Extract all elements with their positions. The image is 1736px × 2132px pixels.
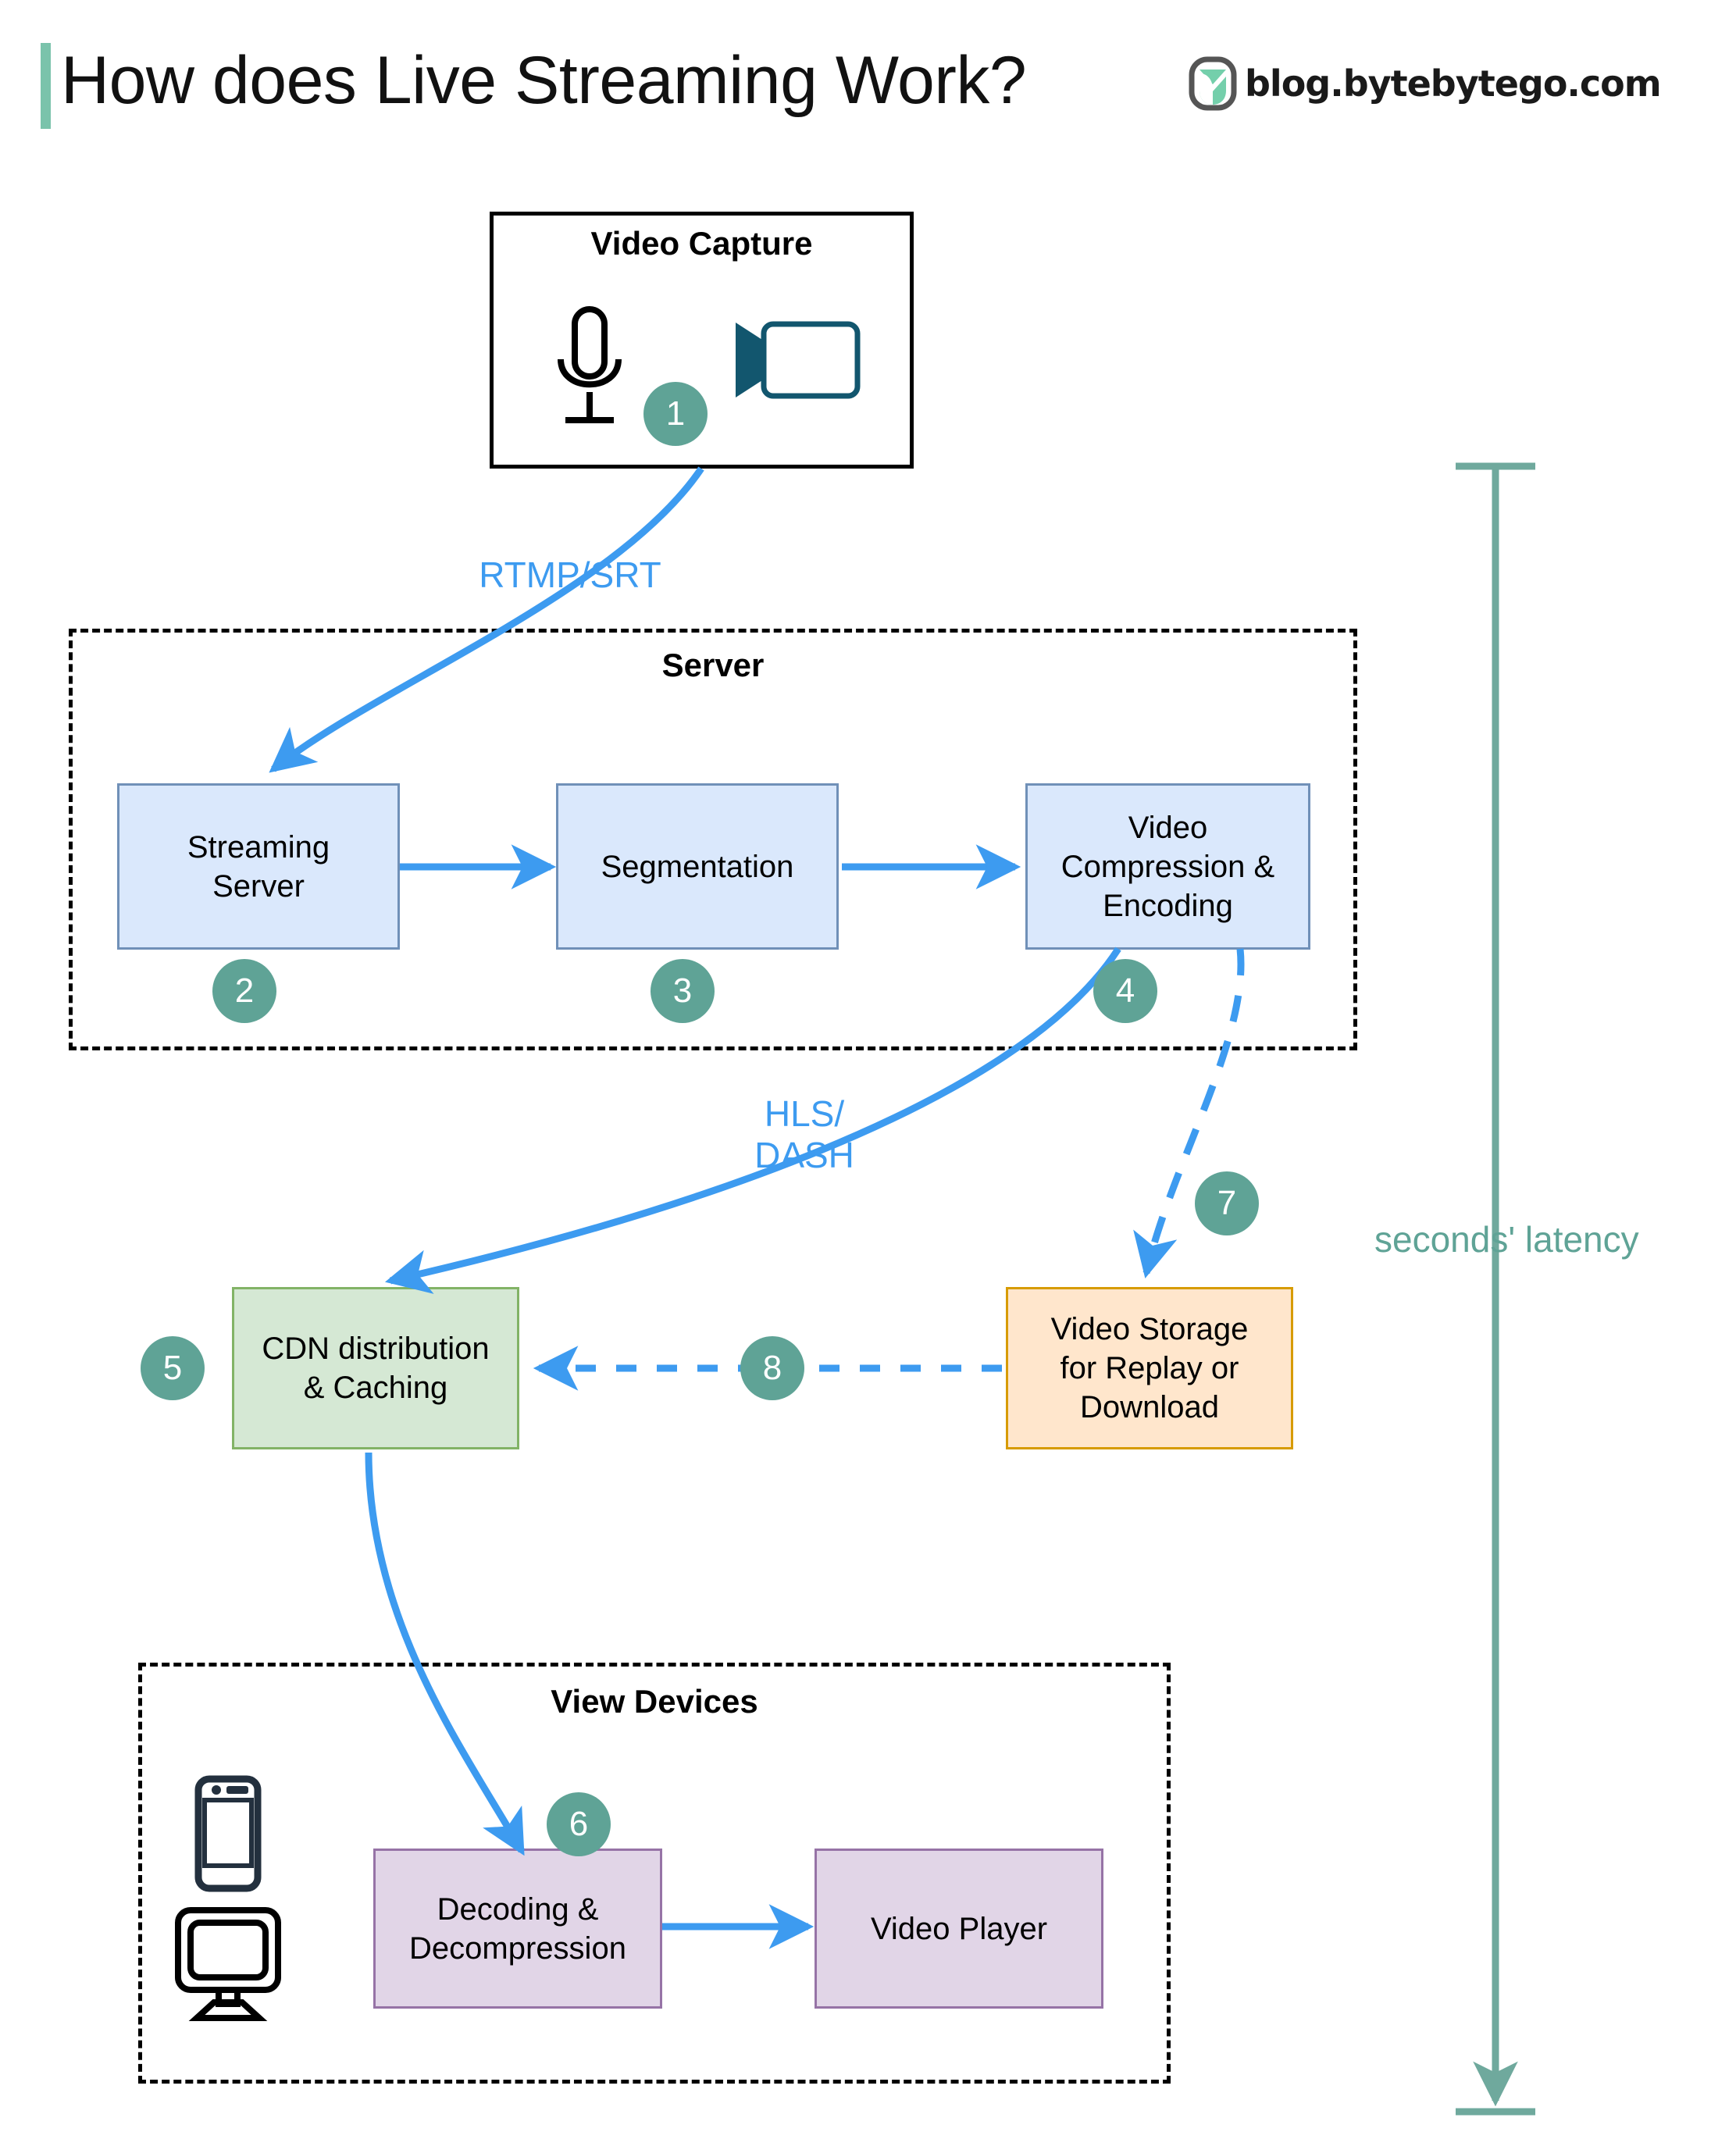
edge-label-hls-dash: HLS/ DASH <box>754 1093 854 1175</box>
badge-4: 4 <box>1093 959 1157 1023</box>
smartphone-icon <box>194 1775 262 1892</box>
node-video-player-label: Video Player <box>870 1911 1048 1946</box>
badge-6: 6 <box>547 1792 611 1856</box>
node-video-compression[interactable]: Video Compression & Encoding <box>1025 783 1310 950</box>
group-view-devices-title: View Devices <box>551 1683 758 1720</box>
monitor-icon <box>175 1907 281 2021</box>
node-video-storage[interactable]: Video Storage for Replay or Download <box>1006 1287 1293 1449</box>
group-server-title: Server <box>661 647 765 683</box>
badge-2: 2 <box>212 959 276 1023</box>
badge-3: 3 <box>651 959 715 1023</box>
brand-text: blog.bytebytego.com <box>1245 62 1662 105</box>
edge-label-rtmp-srt: RTMP/SRT <box>479 554 661 595</box>
node-decoding[interactable]: Decoding & Decompression <box>373 1849 662 2009</box>
node-cdn-distribution[interactable]: CDN distribution & Caching <box>232 1287 519 1449</box>
page-header: How does Live Streaming Work? blog.byteb… <box>0 0 1736 156</box>
badge-1: 1 <box>643 382 708 446</box>
node-streaming-server-label: Streaming Server <box>187 829 330 904</box>
node-decoding-label: Decoding & Decompression <box>409 1891 626 1966</box>
microphone-icon <box>558 306 622 423</box>
node-segmentation-label: Segmentation <box>601 849 794 884</box>
group-video-capture-title: Video Capture <box>590 225 813 262</box>
camcorder-icon <box>736 321 861 399</box>
node-video-compression-label: Video Compression & Encoding <box>1060 810 1275 923</box>
bytebytego-logo-icon <box>1189 56 1237 111</box>
badge-8: 8 <box>740 1336 804 1400</box>
badge-5: 5 <box>141 1336 205 1400</box>
node-cdn-distribution-label: CDN distribution & Caching <box>262 1332 490 1405</box>
badge-7: 7 <box>1195 1171 1259 1235</box>
latency-bracket <box>1456 462 1535 2116</box>
group-view-devices <box>138 1663 1171 2084</box>
node-segmentation[interactable]: Segmentation <box>556 783 839 950</box>
latency-label: seconds' latency <box>1374 1219 1639 1260</box>
title-accent-bar <box>41 43 51 129</box>
node-video-storage-label: Video Storage for Replay or Download <box>1050 1312 1249 1424</box>
node-video-player[interactable]: Video Player <box>815 1849 1103 2009</box>
node-streaming-server[interactable]: Streaming Server <box>117 783 400 950</box>
page-title: How does Live Streaming Work? <box>61 43 1027 118</box>
brand-credit: blog.bytebytego.com <box>1189 56 1662 111</box>
